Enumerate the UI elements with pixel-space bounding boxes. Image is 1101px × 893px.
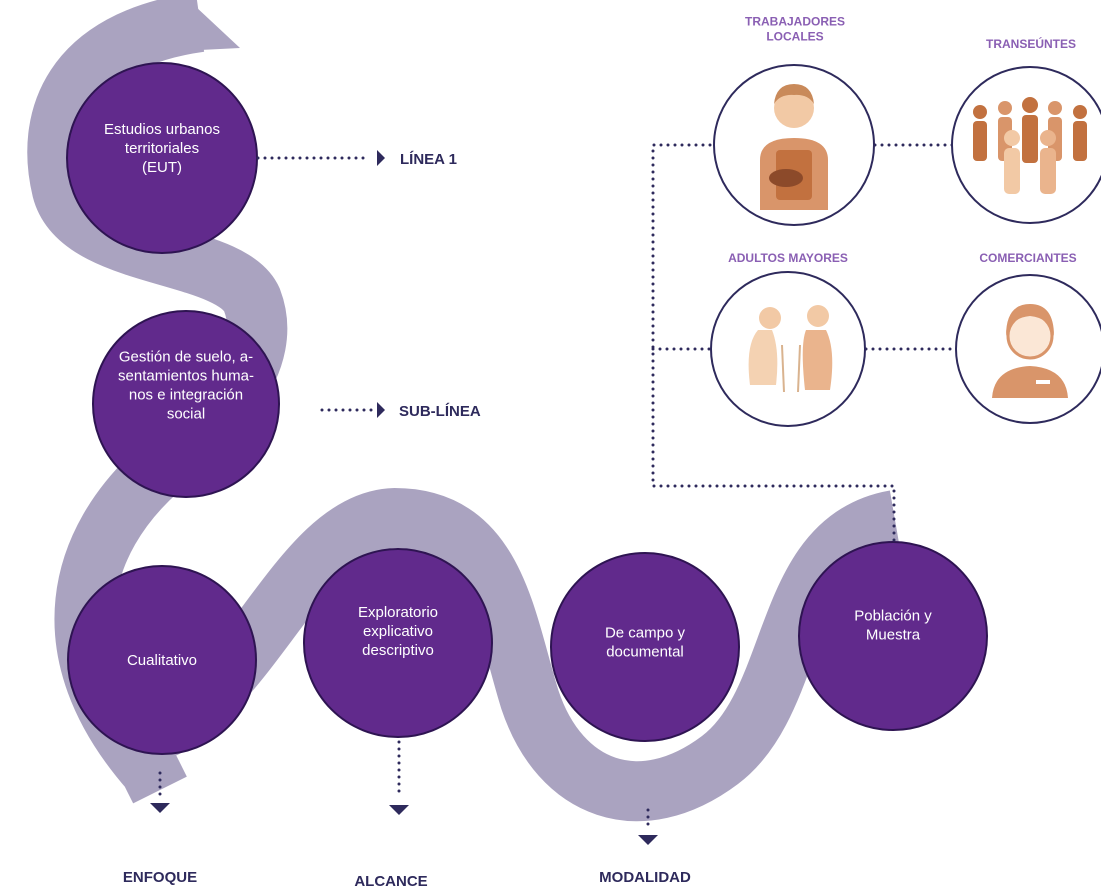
crowd-icon — [973, 97, 1087, 194]
label-line: explicativo — [363, 623, 433, 640]
tag-enfoque: ENFOQUE — [123, 869, 197, 886]
winding-path — [27, 0, 902, 822]
label-line: De campo y — [605, 625, 686, 642]
node-poblacion — [798, 541, 988, 731]
label-line: nos e integración — [129, 387, 243, 404]
title-adultos: ADULTOS MAYORES — [728, 251, 848, 265]
arrow-linea-icon — [377, 150, 385, 166]
node-exploratorio-label: Exploratorio explicativo descriptivo — [358, 604, 438, 659]
tag-linea: LÍNEA 1 — [400, 151, 457, 168]
label-line: Muestra — [866, 627, 921, 644]
label-line: Población y — [854, 608, 932, 625]
label-line: Estudios urbanos — [104, 121, 220, 138]
label-line: Cualitativo — [127, 652, 197, 669]
elderly-icon — [748, 305, 833, 393]
label-line: territoriales — [125, 140, 199, 157]
node-gestion-suelo — [92, 310, 280, 498]
label-line: Gestión de suelo, a- — [119, 349, 253, 366]
label-line: TRANSEÚNTES — [986, 36, 1076, 51]
node-estudios-urbanos-label: Estudios urbanos territoriales (EUT) — [104, 121, 220, 176]
label-line: documental — [606, 644, 684, 661]
label-line: TRABAJADORES — [745, 15, 845, 29]
tag-modalidad: MODALIDAD — [599, 869, 691, 886]
tag-alcance: ALCANCE — [354, 873, 427, 890]
circle-adultos — [710, 271, 866, 427]
path-start-tip — [160, 6, 240, 52]
arrow-sublinea-icon — [377, 402, 385, 418]
label-line: social — [167, 406, 205, 423]
title-comerciantes: COMERCIANTES — [979, 251, 1076, 265]
node-exploratorio — [303, 548, 493, 738]
label-line: ADULTOS MAYORES — [728, 251, 848, 265]
label-line: COMERCIANTES — [979, 251, 1076, 265]
node-cualitativo — [67, 565, 257, 755]
label-line: sentamientos huma- — [118, 368, 254, 385]
label-line: (EUT) — [142, 159, 182, 176]
node-de-campo-label: De campo y documental — [605, 625, 686, 661]
label-line: Exploratorio — [358, 604, 438, 621]
tag-sublinea: SUB-LÍNEA — [399, 403, 481, 420]
node-gestion-suelo-label: Gestión de suelo, a-sentamientos huma-no… — [118, 349, 254, 423]
label-line: descriptivo — [362, 642, 434, 659]
label-line: LOCALES — [766, 30, 823, 44]
arrow-enfoque-icon — [150, 803, 170, 813]
arrow-alcance-icon — [389, 805, 409, 815]
node-de-campo — [550, 552, 740, 742]
node-cualitativo-label: Cualitativo — [127, 652, 197, 669]
connector-poblacion — [651, 143, 896, 542]
merchant-icon — [992, 304, 1068, 398]
node-estudios-urbanos — [66, 62, 258, 254]
title-transeuntes: TRANSEÚNTES — [986, 36, 1076, 51]
arrow-modalidad-icon — [638, 835, 658, 845]
node-poblacion-label: Población y Muestra — [854, 608, 932, 644]
worker-icon — [760, 84, 828, 210]
